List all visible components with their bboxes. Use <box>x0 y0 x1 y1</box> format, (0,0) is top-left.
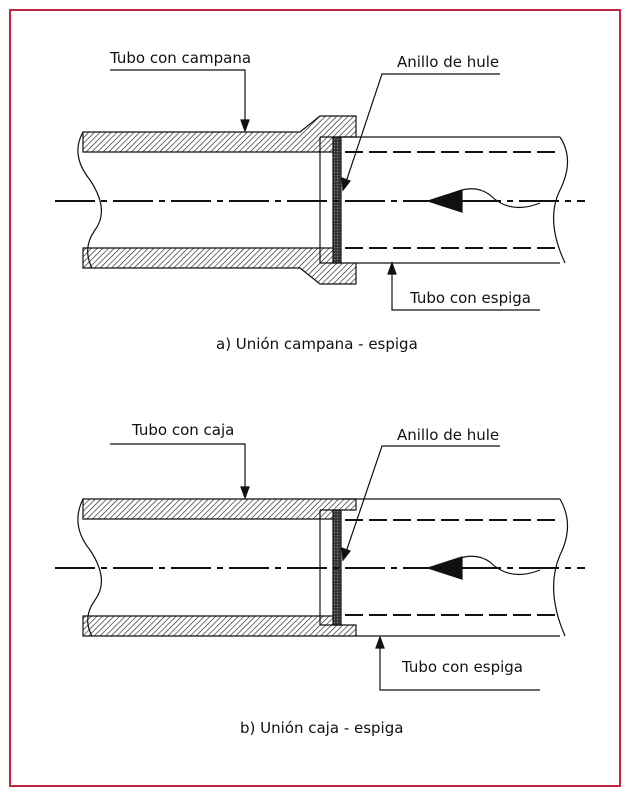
box-pipe-break-line <box>77 498 102 637</box>
bell-pipe-break-line <box>77 131 102 269</box>
spigot-break-line-b <box>553 498 569 637</box>
spigot-pipe-label-a: Tubo con espiga <box>409 289 531 307</box>
leader-spigot-b <box>379 640 540 691</box>
caption-a: a) Unión campana - espiga <box>216 335 418 353</box>
diagram-b-box-spigot <box>55 443 585 691</box>
bell-pipe-bottom-wall <box>82 247 357 285</box>
diagram-a-bell-spigot <box>55 69 585 311</box>
bell-pipe-label: Tubo con campana <box>109 49 251 67</box>
leader-ring-a <box>344 73 500 186</box>
leader-spigot-a <box>391 266 540 311</box>
leader-bell-pipe <box>110 69 246 128</box>
spigot-break-line <box>552 136 569 264</box>
spigot-pipe-label-b: Tubo con espiga <box>401 658 523 676</box>
rubber-ring-label-b: Anillo de hule <box>397 426 499 444</box>
leader-box-pipe <box>110 443 246 495</box>
box-pipe-top-wall <box>82 498 357 520</box>
caption-b: b) Unión caja - espiga <box>240 719 403 737</box>
bell-pipe-top-wall <box>82 115 357 153</box>
leader-ring-b <box>344 445 500 556</box>
box-pipe-label: Tubo con caja <box>131 421 234 439</box>
box-pipe-bottom-wall <box>82 615 357 637</box>
rubber-ring-label-a: Anillo de hule <box>397 53 499 71</box>
